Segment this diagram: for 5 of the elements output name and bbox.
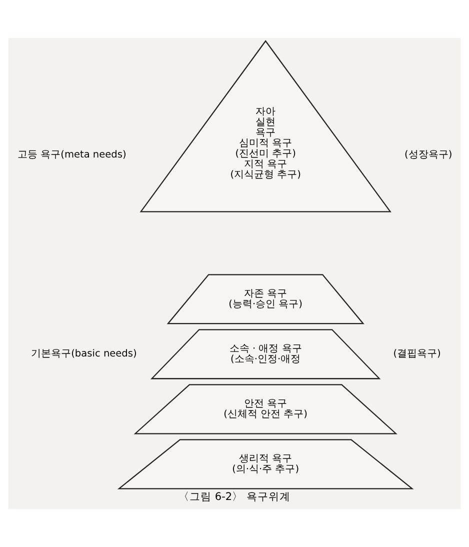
label: 기본욕구(basic needs) [31, 348, 137, 360]
node-label: 고등 욕구(meta needs) [18, 149, 126, 160]
node-label: (성장욕구) [404, 149, 452, 160]
label: (결핍욕구) [393, 348, 441, 360]
caption: 〈그림 6-2〉 욕구위계 [178, 491, 290, 504]
